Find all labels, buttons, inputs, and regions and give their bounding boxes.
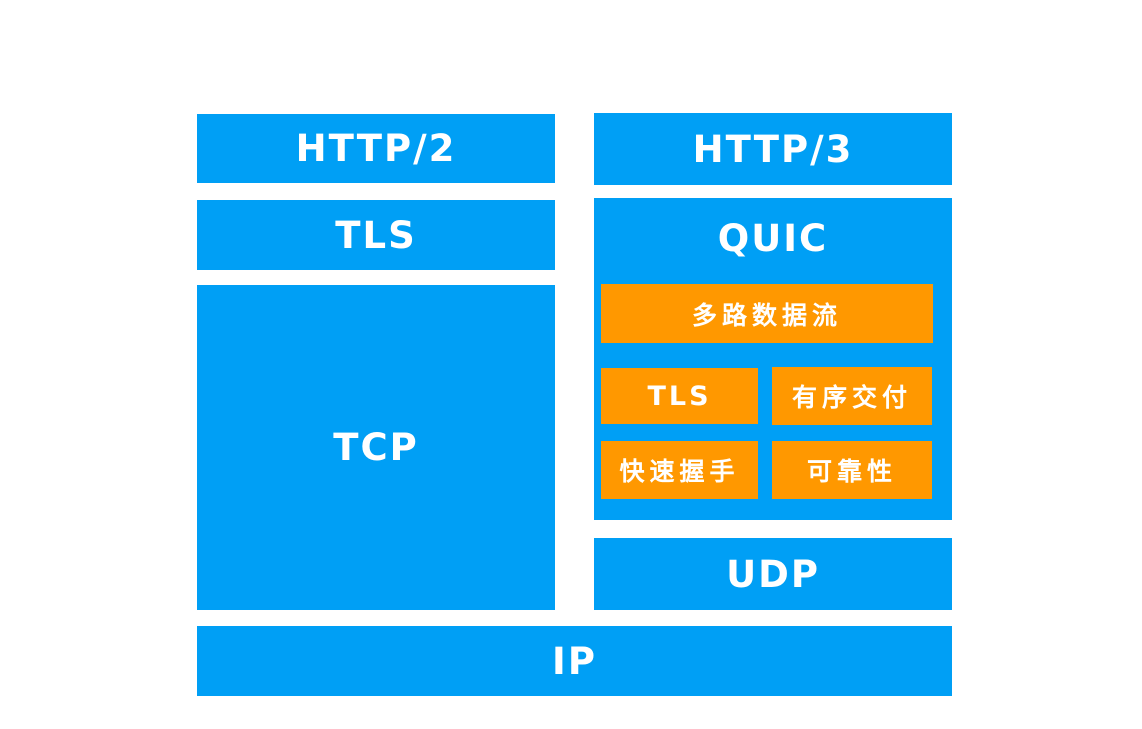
tcp-layer-box: TCP [197, 285, 555, 610]
udp-label: UDP [726, 552, 820, 596]
ip-layer-box: IP [197, 626, 952, 696]
http2-layer-box: HTTP/2 [197, 114, 555, 183]
tls-layer-box: TLS [197, 200, 555, 270]
quic-feature-multiplexed-streams-label: 多路数据流 [691, 300, 842, 330]
ip-label: IP [552, 639, 597, 683]
tls-label: TLS [335, 213, 417, 257]
quic-title-area: QUIC [594, 198, 952, 278]
http3-layer-box: HTTP/3 [594, 113, 952, 185]
quic-feature-fast-handshake-box: 快速握手 [601, 441, 758, 499]
udp-layer-box: UDP [594, 538, 952, 610]
http3-label: HTTP/3 [692, 127, 854, 171]
quic-feature-ordered-delivery-box: 有序交付 [772, 367, 932, 425]
quic-feature-multiplexed-streams-box: 多路数据流 [601, 284, 933, 343]
quic-feature-reliability-label: 可靠性 [806, 457, 897, 486]
quic-feature-ordered-delivery-label: 有序交付 [791, 383, 912, 412]
quic-feature-tls-label: TLS [647, 380, 712, 412]
http2-label: HTTP/2 [295, 127, 457, 170]
quic-feature-tls-box: TLS [601, 368, 758, 424]
quic-feature-reliability-box: 可靠性 [772, 441, 932, 499]
quic-label: QUIC [717, 216, 829, 260]
tcp-label: TCP [333, 426, 419, 469]
quic-layer-box: QUIC 多路数据流 TLS 有序交付 快速握手 可靠性 [594, 198, 952, 520]
quic-feature-fast-handshake-label: 快速握手 [619, 457, 740, 486]
